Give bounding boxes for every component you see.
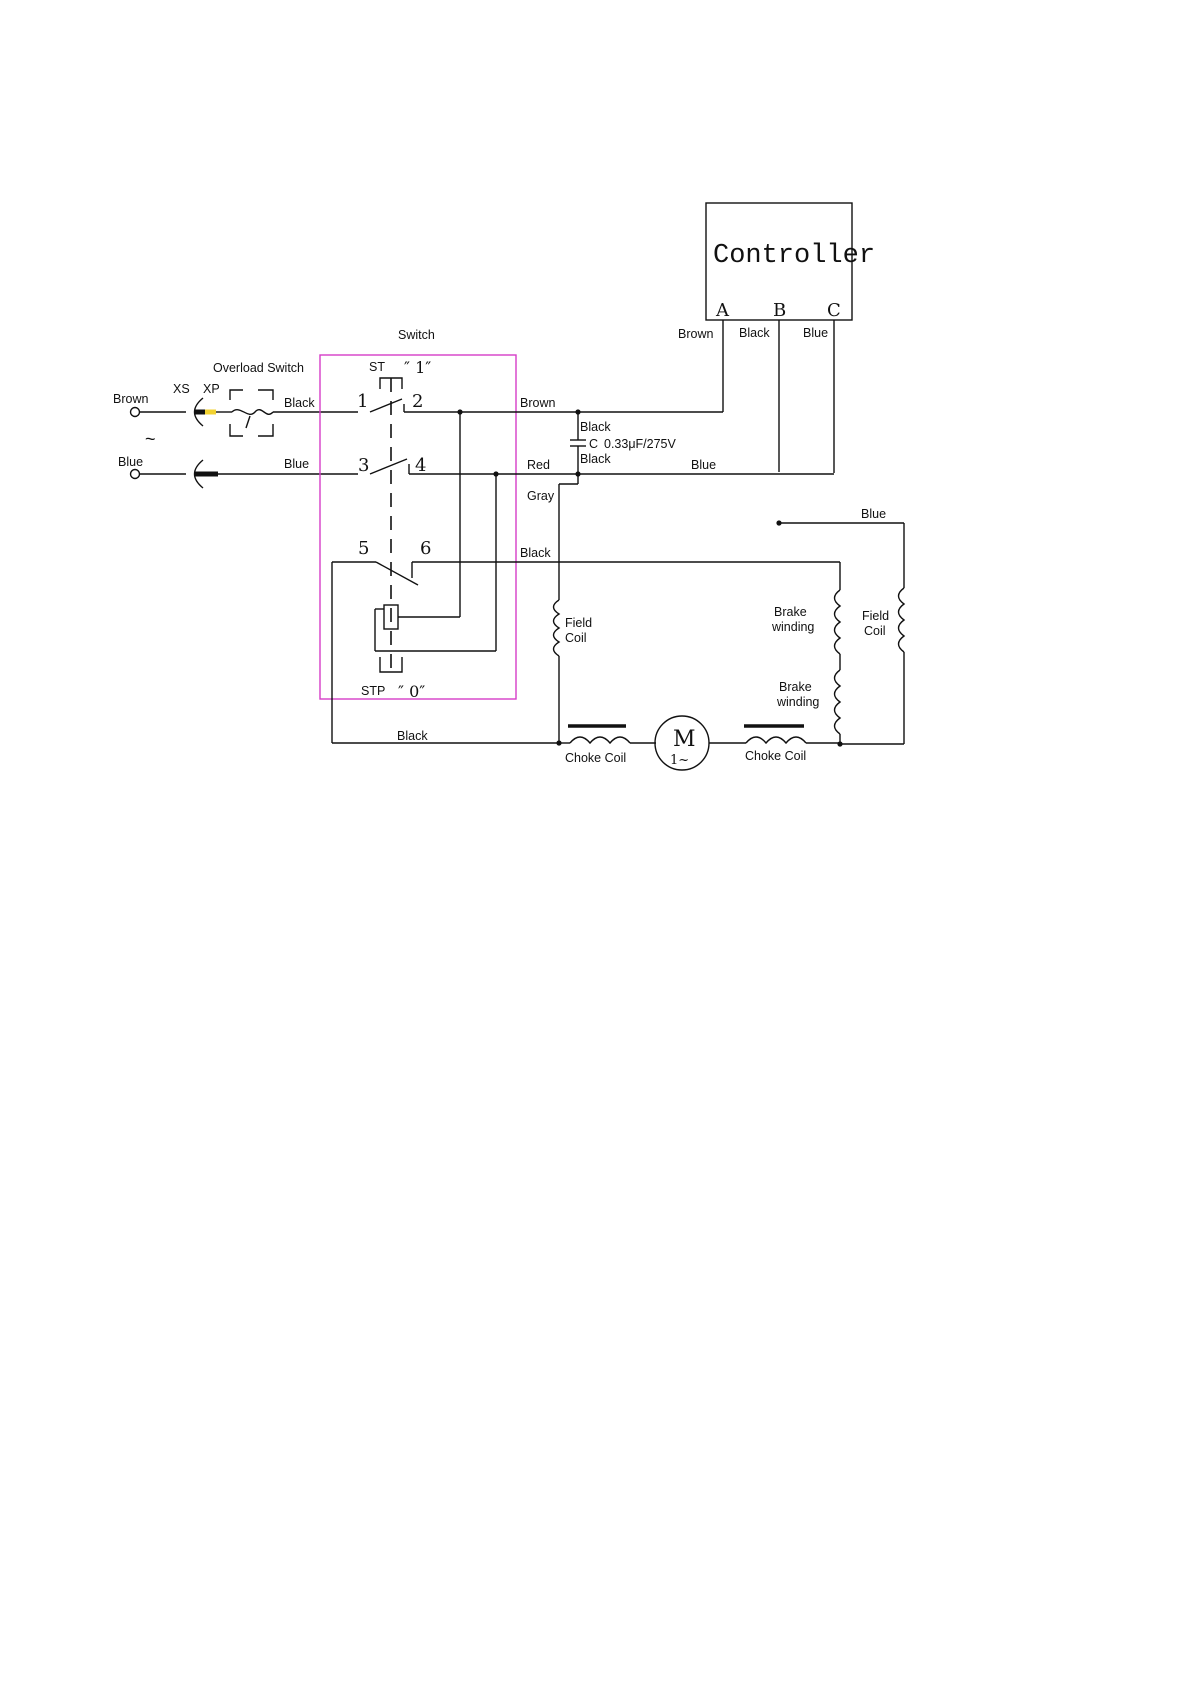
switch: Switch ST ″ 1″ STP ″ 0″ 1 2 3 4 5 6: [320, 328, 578, 701]
switch-title: Switch: [398, 328, 435, 342]
controller-title: Controller: [713, 241, 875, 271]
switch-start-position: ″ 1″: [404, 358, 431, 377]
field-coil-left-winding: [554, 600, 560, 656]
terminal-2: 2: [412, 391, 423, 412]
switch-start-label: ST: [369, 360, 385, 374]
terminal-3: 3: [358, 455, 369, 476]
choke-left-label: Choke Coil: [565, 751, 626, 765]
input-terminal-blue: [131, 470, 140, 479]
contact-1-2: [370, 399, 402, 412]
cap-designator: C: [589, 437, 598, 451]
brake-winding-top: [835, 590, 841, 654]
overload-title: Overload Switch: [213, 361, 304, 375]
controller-pin-c: C: [827, 300, 841, 321]
field-coil-right-line2: Coil: [864, 624, 886, 638]
input-blue-label: Blue: [118, 455, 143, 469]
field-coil-right: Field Coil: [840, 588, 904, 744]
plug: Brown Blue XS XP ~: [113, 382, 358, 488]
field-coil-left-line2: Coil: [565, 631, 587, 645]
brown-out-label: Brown: [520, 396, 555, 410]
cap-black-top-label: Black: [580, 420, 611, 434]
choke-coil-left: [570, 737, 630, 743]
black-bottom-label: Black: [397, 729, 428, 743]
brake-bottom-line1: Brake: [779, 680, 812, 694]
terminal-5: 5: [358, 538, 369, 559]
choke-right-label: Choke Coil: [745, 749, 806, 763]
red-label: Red: [527, 458, 550, 472]
plug-xp-label: XP: [203, 382, 220, 396]
controller-pin-b: B: [773, 300, 786, 321]
contact-3-4: [370, 459, 407, 474]
capacitor: Black C 0.33μF/275V Black: [570, 409, 676, 476]
controller: Controller A B C Brown Black Blue: [678, 203, 875, 473]
blue-far-label: Blue: [861, 507, 886, 521]
brake-winding-bottom: [835, 670, 841, 734]
motor-symbol: M: [673, 727, 696, 752]
terminal-4: 4: [415, 455, 426, 476]
cap-rating: 0.33μF/275V: [604, 437, 676, 451]
controller-wire-a-label: Brown: [678, 327, 713, 341]
field-coil-right-line1: Field: [862, 609, 889, 623]
switch-stop-label: STP: [361, 684, 385, 698]
controller-wire-c-label: Blue: [803, 326, 828, 340]
input-terminal-brown: [131, 408, 140, 417]
controller-wire-b-label: Black: [739, 326, 770, 340]
brake-windings: Brake winding Brake winding: [771, 562, 843, 747]
field-coil-right-winding: [899, 588, 905, 652]
brake-top-line1: Brake: [774, 605, 807, 619]
overload-black-label: Black: [284, 396, 315, 410]
overload-switch: Overload Switch Black Blue: [213, 361, 358, 471]
ac-symbol: ~: [145, 429, 156, 449]
brake-bottom-line2: winding: [776, 695, 819, 709]
field-coil-left: Field Coil: [554, 600, 593, 743]
switch-stop-position: ″ 0″: [398, 682, 425, 701]
terminal-6: 6: [420, 538, 431, 559]
overload-bimetal: [232, 410, 273, 415]
black-mid-label: Black: [520, 546, 551, 560]
motor-phase: 1~: [670, 753, 689, 768]
input-brown-label: Brown: [113, 392, 148, 406]
brake-top-line2: winding: [771, 620, 814, 634]
blue-mid-label: Blue: [284, 457, 309, 471]
field-coil-left-line1: Field: [565, 616, 592, 630]
cap-black-bottom-label: Black: [580, 452, 611, 466]
choke-coil-right: [746, 737, 806, 743]
gray-label: Gray: [527, 489, 555, 503]
motor-circuit: Choke Coil M 1~ Choke Coil: [556, 716, 840, 770]
plug-xs-label: XS: [173, 382, 190, 396]
blue-right-label: Blue: [691, 458, 716, 472]
controller-pin-a: A: [715, 300, 730, 321]
terminal-1: 1: [357, 391, 368, 412]
